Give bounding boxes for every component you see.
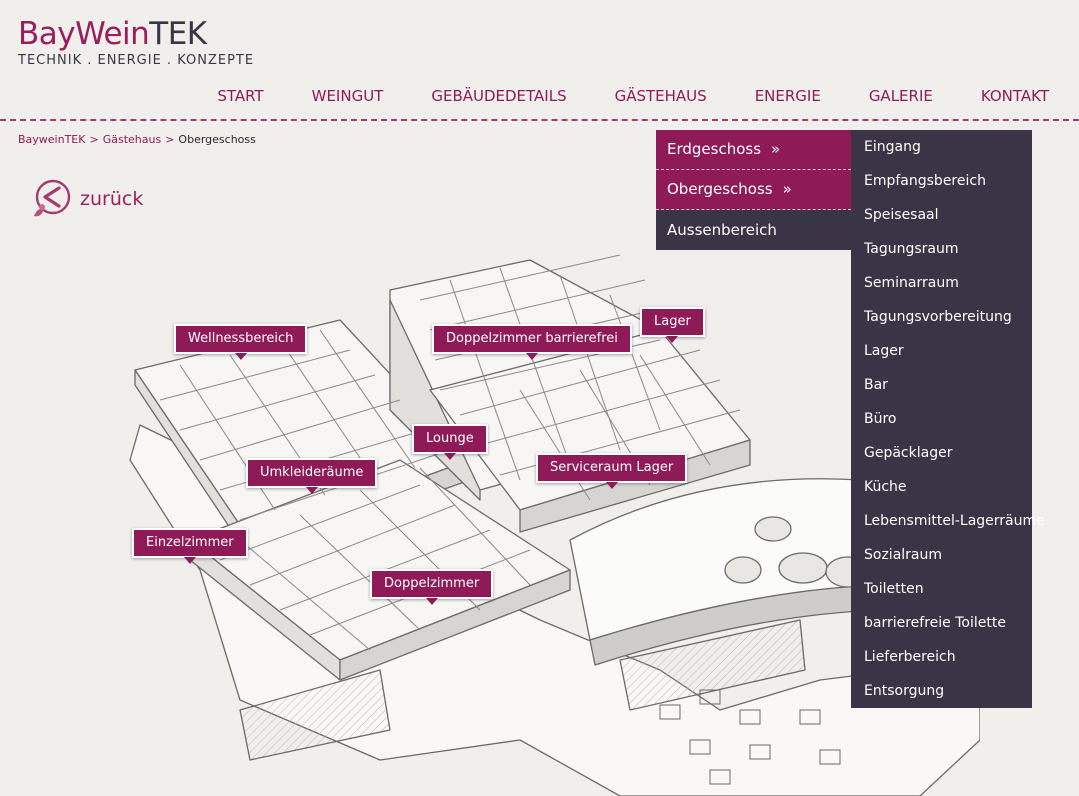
room-tag-lager[interactable]: Lager [640, 307, 705, 343]
submenu-item[interactable]: Toiletten [864, 581, 924, 597]
floor-menu-erdgeschoss[interactable]: Erdgeschoss » [656, 130, 851, 170]
logo-part-bay-wein: BayWein [18, 16, 150, 52]
room-tag-umkleideraeume[interactable]: Umkleideräume [246, 458, 378, 494]
breadcrumb: BayweinTEK>Gästehaus>Obergeschoss [18, 133, 256, 146]
floor-menu-obergeschoss[interactable]: Obergeschoss » [656, 170, 851, 210]
breadcrumb-link-gaestehaus[interactable]: Gästehaus [102, 133, 162, 146]
nav-galerie[interactable]: GALERIE [868, 87, 933, 105]
submenu-item[interactable]: barrierefreie Toilette [864, 615, 1006, 631]
chevron-double-right-icon: » [771, 140, 781, 158]
submenu-item[interactable]: Lieferbereich [864, 649, 956, 665]
main-nav: START WEINGUT GEBÄUDEDETAILS GÄSTEHAUS E… [217, 87, 1049, 105]
room-tag-lounge[interactable]: Lounge [412, 424, 488, 460]
chevron-double-right-icon: » [782, 180, 792, 198]
logo[interactable]: BayWeinTEK TECHNIK . ENERGIE . KONZEPTE [18, 16, 254, 68]
submenu-item[interactable]: Entsorgung [864, 683, 945, 699]
logo-part-tek: TEK [149, 16, 207, 52]
breadcrumb-link-home[interactable]: BayweinTEK [18, 133, 86, 146]
floor-menu-label: Aussenbereich [667, 221, 777, 239]
submenu-item[interactable]: Gepäcklager [864, 445, 953, 461]
nav-gebaeudedetails[interactable]: GEBÄUDEDETAILS [431, 87, 567, 105]
logo-tagline: TECHNIK . ENERGIE . KONZEPTE [18, 53, 255, 68]
submenu-item[interactable]: Tagungsraum [864, 241, 959, 257]
submenu-item[interactable]: Empfangsbereich [864, 173, 986, 189]
room-tag-doppelzimmer[interactable]: Doppelzimmer [370, 569, 494, 605]
floor-menu-label: Obergeschoss [667, 180, 773, 198]
submenu-item[interactable]: Eingang [864, 139, 921, 155]
submenu-item[interactable]: Seminarraum [864, 275, 959, 291]
nav-gaestehaus[interactable]: GÄSTEHAUS [614, 87, 707, 105]
submenu-item[interactable]: Büro [864, 411, 897, 427]
logo-wordmark: BayWeinTEK [18, 16, 254, 52]
floor-menu-aussenbereich[interactable]: Aussenbereich [656, 210, 851, 250]
nav-kontakt[interactable]: KONTAKT [980, 87, 1049, 105]
back-arrow-icon [34, 179, 71, 217]
submenu-item[interactable]: Küche [864, 479, 907, 495]
submenu-item[interactable]: Sozialraum [864, 547, 943, 563]
floor-plan-illustration [129, 254, 980, 796]
breadcrumb-separator: > [89, 133, 99, 146]
breadcrumb-current: Obergeschoss [178, 133, 256, 146]
room-tag-serviceraum-lager[interactable]: Serviceraum Lager [536, 453, 688, 489]
nav-start[interactable]: START [217, 87, 264, 105]
header-divider [0, 119, 1079, 121]
submenu-item[interactable]: Tagungsvorbereitung [864, 309, 1012, 325]
room-tag-wellnessbereich[interactable]: Wellnessbereich [174, 324, 308, 360]
submenu-item[interactable]: Lebensmittel-Lagerräume [864, 513, 1045, 529]
back-link[interactable]: zurück [28, 176, 143, 222]
submenu-item[interactable]: Lager [864, 343, 904, 359]
floor-menu: Erdgeschoss » Obergeschoss » Aussenbereich [656, 130, 851, 250]
breadcrumb-separator: > [165, 133, 175, 146]
submenu-item[interactable]: Speisesaal [864, 207, 939, 223]
back-label: zurück [80, 188, 144, 210]
nav-weingut[interactable]: WEINGUT [311, 87, 384, 105]
room-tag-einzelzimmer[interactable]: Einzelzimmer [132, 528, 248, 564]
room-tag-doppelzimmer-barrierefrei[interactable]: Doppelzimmer barrierefrei [432, 324, 632, 360]
nav-energie[interactable]: ENERGIE [754, 87, 821, 105]
submenu-erdgeschoss: Eingang Empfangsbereich Speisesaal Tagun… [851, 130, 1045, 708]
submenu-item[interactable]: Bar [864, 377, 888, 393]
floor-menu-label: Erdgeschoss [667, 140, 762, 158]
